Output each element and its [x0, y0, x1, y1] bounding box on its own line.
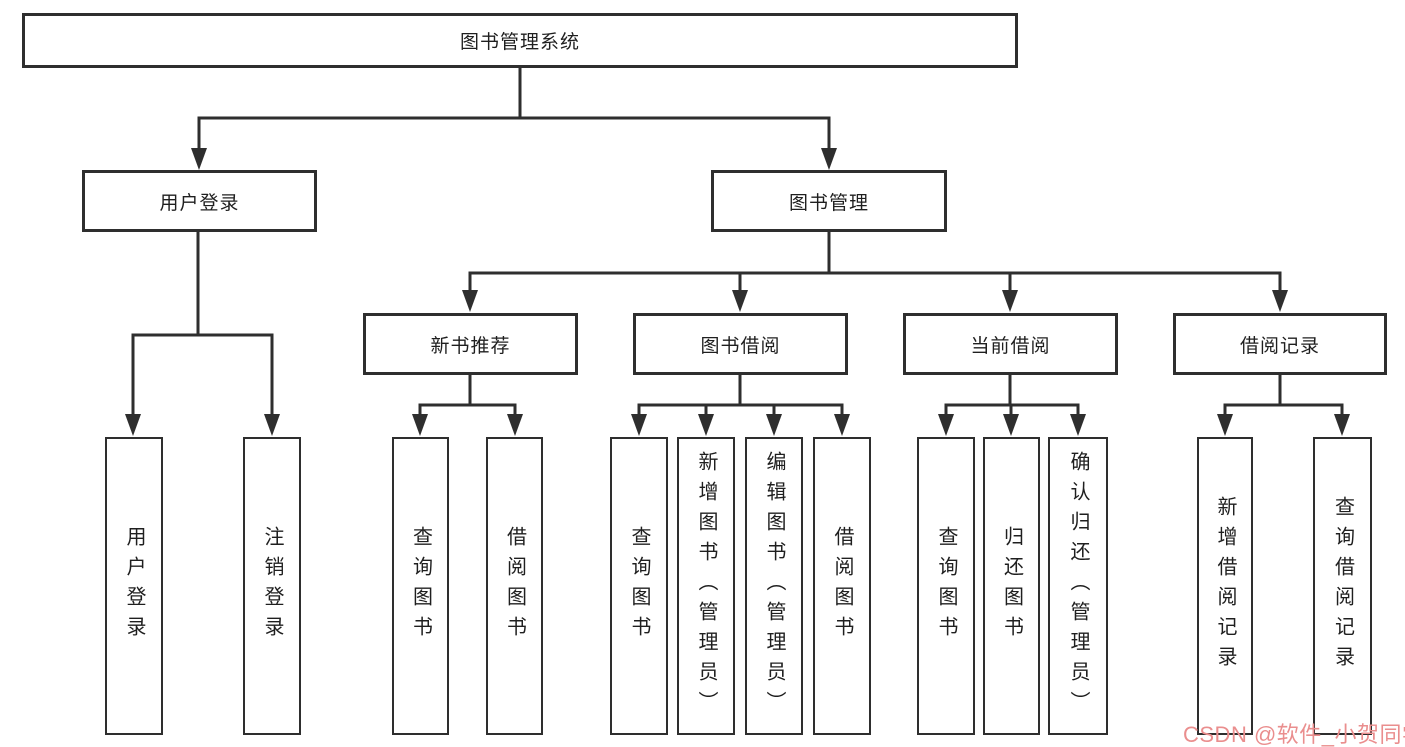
leaf-query-borrow-record: 查询借阅记录 [1313, 437, 1372, 735]
leaf-edit-book-admin: 编辑图书（管理员） [745, 437, 803, 735]
node-label: 借阅图书 [831, 526, 853, 646]
node-label: 注销登录 [261, 526, 283, 646]
connector-current-borrow-branch [938, 375, 1086, 436]
node-label: 新增图书（管理员） [695, 451, 717, 721]
node-label: 借阅图书 [503, 526, 526, 646]
node-label: 查询图书 [628, 526, 650, 646]
node-label: 编辑图书（管理员） [763, 451, 785, 721]
node-user-login: 用户登录 [82, 170, 317, 232]
node-root-system: 图书管理系统 [22, 13, 1018, 68]
connector-borrow-records-branch [1217, 375, 1350, 436]
leaf-borrow-books-recommend: 借阅图书 [486, 437, 543, 735]
connector-book-management-branch [462, 232, 1288, 312]
connector-book-borrow-branch [631, 375, 850, 436]
leaf-query-books-borrow: 查询图书 [610, 437, 668, 735]
csdn-watermark: CSDN @软件_小贺同学 [1183, 722, 1405, 747]
leaf-query-books-recommend: 查询图书 [392, 437, 449, 735]
node-label: 用户登录 [159, 192, 240, 214]
node-current-borrow: 当前借阅 [903, 313, 1118, 375]
node-label: 当前借阅 [970, 335, 1051, 357]
leaf-user-login: 用户登录 [105, 437, 163, 735]
node-new-book-recommend: 新书推荐 [363, 313, 578, 375]
node-label: 图书管理系统 [459, 32, 580, 53]
connector-new-book-branch [412, 375, 523, 436]
node-label: 图书借阅 [700, 335, 781, 357]
connector-user-login-branch [125, 232, 280, 436]
node-label: 图书管理 [788, 192, 869, 214]
leaf-logout: 注销登录 [243, 437, 301, 735]
node-label: 查询图书 [409, 526, 432, 646]
leaf-borrow-books: 借阅图书 [813, 437, 871, 735]
leaf-add-borrow-record: 新增借阅记录 [1197, 437, 1253, 735]
leaf-confirm-return-admin: 确认归还（管理员） [1048, 437, 1108, 735]
node-label: 确认归还（管理员） [1067, 451, 1089, 721]
node-label: 新书推荐 [430, 335, 511, 357]
node-label: 用户登录 [123, 526, 145, 646]
node-borrow-records: 借阅记录 [1173, 313, 1387, 375]
leaf-return-book: 归还图书 [983, 437, 1040, 735]
connector-root-to-level2 [191, 68, 837, 170]
leaf-query-books-current: 查询图书 [917, 437, 975, 735]
node-book-borrow: 图书借阅 [633, 313, 848, 375]
node-label: 借阅记录 [1239, 335, 1320, 357]
node-label: 归还图书 [1000, 526, 1023, 646]
leaf-add-book-admin: 新增图书（管理员） [677, 437, 735, 735]
node-book-management: 图书管理 [711, 170, 947, 232]
node-label: 查询借阅记录 [1331, 496, 1354, 676]
node-label: 新增借阅记录 [1214, 496, 1236, 676]
node-label: 查询图书 [935, 526, 957, 646]
